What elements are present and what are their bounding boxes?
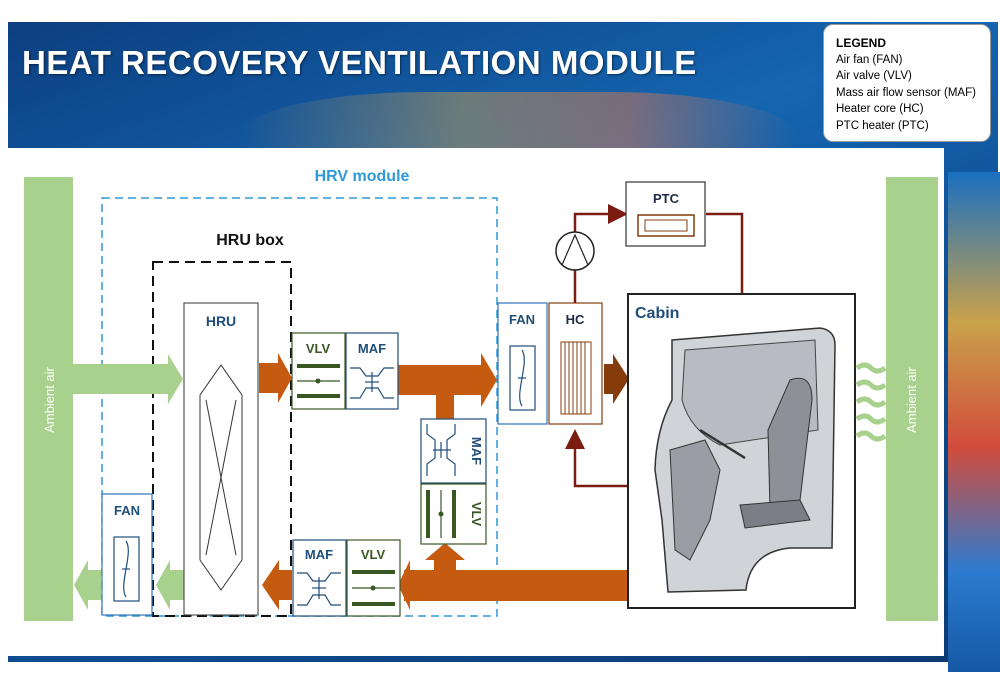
- hru-exchanger-icon: [199, 364, 243, 591]
- cabin-label: Cabin: [635, 305, 679, 322]
- maf-bottom: MAF: [292, 539, 347, 617]
- vlv-top: VLV: [291, 332, 346, 410]
- ptc-heater: PTC: [625, 181, 706, 247]
- fan-icon: [113, 536, 140, 602]
- legend-item: Heater core (HC): [836, 103, 924, 115]
- hru-unit: HRU: [183, 302, 259, 616]
- recirculation-branch: [436, 395, 454, 419]
- vlv-mid: VLV: [420, 483, 487, 545]
- cabin-exhaust-waves: [855, 362, 887, 442]
- fan-icon: [509, 345, 536, 411]
- cabin: Cabin: [627, 293, 856, 609]
- hrv-module-label: HRV module: [315, 168, 410, 185]
- legend-heading: LEGEND: [836, 36, 887, 50]
- vlv-bottom: VLV: [346, 539, 401, 617]
- coolant-loop: [565, 204, 744, 488]
- return-to-vlv-arrow: [398, 560, 420, 610]
- legend-item: Air fan (FAN): [836, 53, 903, 66]
- maf-top: MAF: [345, 332, 399, 410]
- flow-sensor-icon: [350, 367, 394, 399]
- ambient-inflow-arrow: [73, 354, 183, 404]
- valve-icon: [297, 364, 340, 398]
- flow-sensor-icon: [297, 572, 341, 606]
- fan-top-label: FAN: [509, 312, 535, 327]
- ambient-outflow-arrow-left: [74, 560, 101, 610]
- valve-icon: [426, 490, 456, 538]
- maf-to-fan-arrow: [398, 353, 497, 407]
- legend-item: PTC heater (PTC): [836, 119, 929, 132]
- ambient-air-left-bar: Ambient air: [24, 177, 73, 621]
- pump-icon: [555, 231, 595, 271]
- page-title: HEAT RECOVERY VENTILATION MODULE: [22, 44, 697, 81]
- hrv-module-boundary: [101, 197, 498, 617]
- hru-to-vlv-arrow: [259, 353, 292, 403]
- flow-sensor-icon: [426, 424, 456, 476]
- hru-box-label: HRU box: [216, 232, 284, 249]
- banner-heatmap-strip: [948, 172, 1000, 672]
- valve-icon: [352, 570, 395, 606]
- maf-mid-label: MAF: [469, 437, 484, 465]
- ambient-air-right-bar: Ambient air: [886, 177, 938, 621]
- vlv-bottom-label: VLV: [361, 547, 386, 562]
- hru-box-boundary: [152, 261, 292, 617]
- maf-mid: MAF: [420, 418, 487, 484]
- ptc-element-icon: [637, 214, 695, 237]
- ambient-air-right-label: Ambient air: [904, 366, 919, 432]
- heater-coil-icon: [560, 341, 592, 415]
- legend-item: Air valve (VLV): [836, 70, 912, 82]
- fan-bottom: FAN: [101, 493, 153, 616]
- hru-label: HRU: [206, 313, 236, 329]
- maf-bottom-label: MAF: [305, 547, 333, 562]
- maf-top-label: MAF: [358, 341, 386, 356]
- exhaust-to-fan-arrow: [156, 560, 184, 610]
- fan-top: FAN: [497, 302, 548, 425]
- legend-item: Mass air flow sensor (MAF): [836, 86, 976, 99]
- hc-label: HC: [566, 312, 585, 327]
- vehicle-cabin-illustration: [654, 327, 836, 593]
- hc-to-cabin-arrow: [604, 354, 629, 404]
- cabin-return-flow: [404, 570, 628, 601]
- ptc-label: PTC: [653, 191, 680, 206]
- maf-to-hru-arrow: [262, 560, 292, 610]
- legend: LEGEND Air fan (FAN) Air valve (VLV) Mas…: [823, 24, 991, 142]
- heater-core: HC: [548, 302, 603, 425]
- vlv-mid-label: VLV: [469, 502, 484, 527]
- vlv-top-label: VLV: [306, 341, 331, 356]
- fan-bottom-label: FAN: [114, 503, 140, 518]
- ambient-air-left-label: Ambient air: [42, 366, 57, 432]
- return-up-arrow: [425, 543, 465, 570]
